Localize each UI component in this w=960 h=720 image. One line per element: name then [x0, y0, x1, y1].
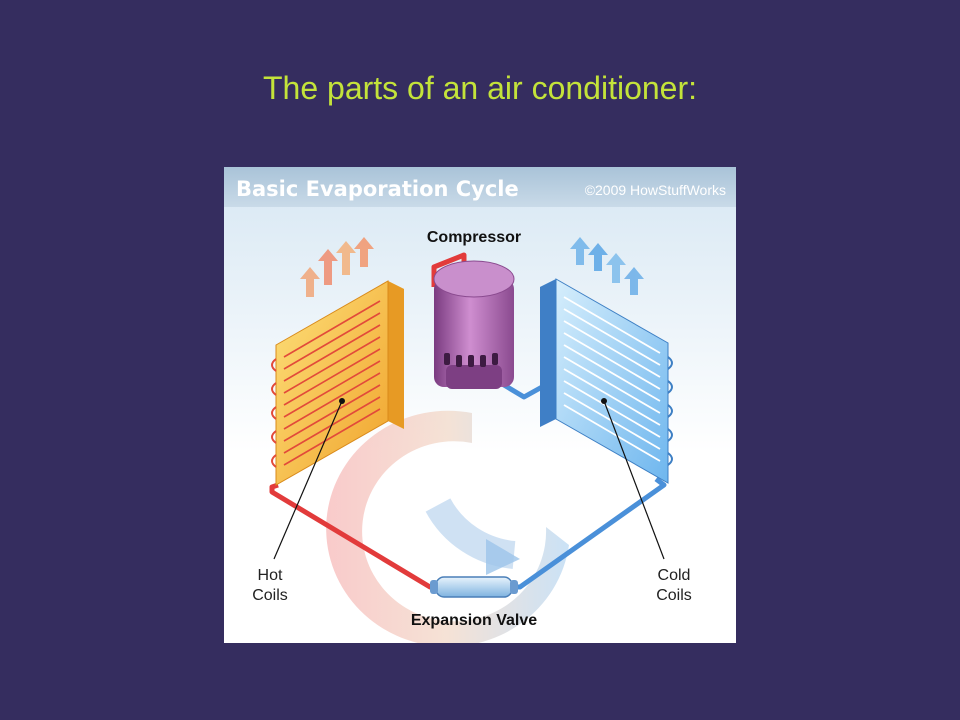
- compressor-label: Compressor: [427, 229, 521, 246]
- figure-header-bar: [224, 167, 736, 207]
- flow-cycle-arrow: [326, 410, 569, 643]
- figure-header-title: Basic Evaporation Cycle: [236, 177, 519, 201]
- cold-coils: [540, 278, 673, 484]
- hot-coils-pointer-dot: [339, 398, 345, 404]
- label-leader-lines: [273, 400, 665, 560]
- cold-coils-label-line2: Coils: [656, 587, 692, 604]
- expansion-valve-icon: [430, 576, 518, 598]
- cold-coils-label-line1: Cold: [658, 567, 691, 584]
- hot-coils: [271, 280, 404, 486]
- hot-coils-label-line1: Hot: [258, 567, 283, 584]
- compressor-unit: [433, 260, 515, 389]
- copyright-text: ©2009 HowStuffWorks: [585, 182, 726, 198]
- ac-diagram: Basic Evaporation Cycle ©2009 HowStuffWo…: [224, 167, 736, 643]
- hot-coils-label-line2: Coils: [252, 587, 288, 604]
- expansion-valve-label: Expansion Valve: [411, 612, 537, 629]
- hot-air-arrows-icon: [300, 237, 374, 297]
- cold-air-arrows-icon: [570, 237, 644, 295]
- slide-title: The parts of an air conditioner:: [262, 70, 697, 106]
- cold-coils-pointer-dot: [601, 398, 607, 404]
